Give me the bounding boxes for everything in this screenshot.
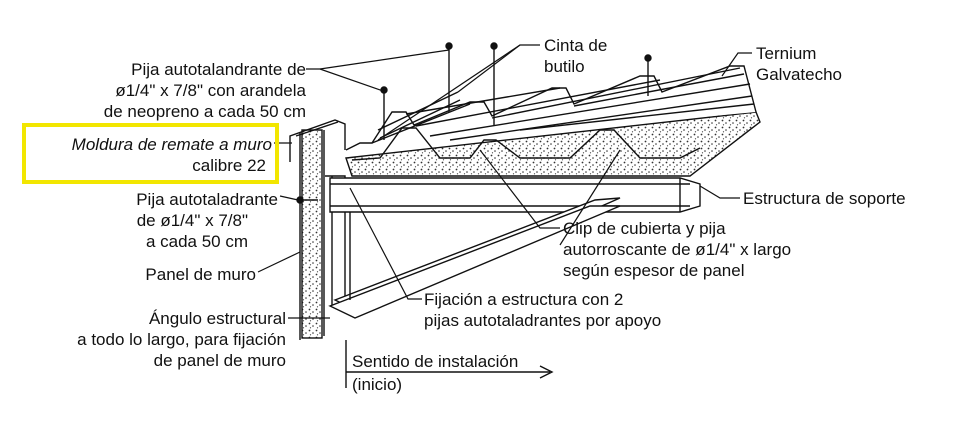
label-panel-muro: Panel de muro bbox=[145, 265, 256, 284]
label-angulo-line-1: Ángulo estructural bbox=[149, 309, 286, 328]
label-ternium: Ternium Galvatecho bbox=[756, 44, 842, 84]
label-pija-mid: Pija autotaladrante de ø1/4" x 7/8" a ca… bbox=[136, 190, 278, 251]
highlight-box bbox=[22, 123, 279, 184]
wall-panel bbox=[299, 129, 325, 340]
label-cinta-line-1: Cinta de bbox=[544, 36, 607, 55]
flashing-trim bbox=[289, 119, 346, 162]
label-angulo-line-3: de panel de muro bbox=[154, 351, 286, 370]
label-ternium-line-2: Galvatecho bbox=[756, 65, 842, 84]
label-pija-mid-line-2: de ø1/4" x 7/8" bbox=[137, 211, 248, 230]
label-clip-line-1: Clip de cubierta y pija bbox=[563, 219, 726, 238]
install-direction-arrow bbox=[345, 340, 554, 388]
label-pija-top: Pija autotalandrante de ø1/4" x 7/8" con… bbox=[104, 60, 307, 121]
label-inicio: (inicio) bbox=[352, 375, 402, 394]
label-pija-top-line-3: de neopreno a cada 50 cm bbox=[104, 102, 306, 121]
bottom-purlin bbox=[328, 197, 621, 319]
label-moldura: Moldura de remate a muro calibre 22 bbox=[72, 135, 272, 175]
label-cinta: Cinta de butilo bbox=[544, 36, 607, 76]
label-sentido: Sentido de instalación bbox=[352, 352, 518, 371]
label-cinta-line-2: butilo bbox=[544, 57, 585, 76]
label-pija-mid-line-3: a cada 50 cm bbox=[146, 232, 248, 251]
label-clip-line-3: según espesor de panel bbox=[563, 261, 744, 280]
label-moldura-line-1: Moldura de remate a muro bbox=[72, 135, 272, 154]
label-moldura-line-2: calibre 22 bbox=[192, 156, 266, 175]
label-fijacion-line-1: Fijación a estructura con 2 bbox=[424, 290, 623, 309]
label-angulo-line-2: a todo lo largo, para fijación bbox=[77, 330, 286, 349]
label-fijacion: Fijación a estructura con 2 pijas autota… bbox=[424, 290, 661, 330]
label-pija-top-line-2: ø1/4" x 7/8" con arandela bbox=[115, 81, 306, 100]
roof-panel bbox=[345, 65, 761, 177]
label-clip: Clip de cubierta y pija autorroscante de… bbox=[563, 219, 791, 280]
label-pija-mid-line-1: Pija autotaladrante bbox=[136, 190, 278, 209]
label-fijacion-line-2: pijas autotaladrantes por apoyo bbox=[424, 311, 661, 330]
label-ternium-line-1: Ternium bbox=[756, 44, 816, 63]
leader-lines bbox=[257, 44, 752, 319]
label-pija-top-line-1: Pija autotalandrante de bbox=[131, 60, 306, 79]
label-angulo: Ángulo estructural a todo lo largo, para… bbox=[77, 309, 286, 370]
drawing bbox=[289, 42, 761, 388]
label-estructura: Estructura de soporte bbox=[743, 189, 906, 208]
label-clip-line-2: autorroscante de ø1/4" x largo bbox=[563, 240, 791, 259]
top-screws bbox=[377, 42, 652, 140]
